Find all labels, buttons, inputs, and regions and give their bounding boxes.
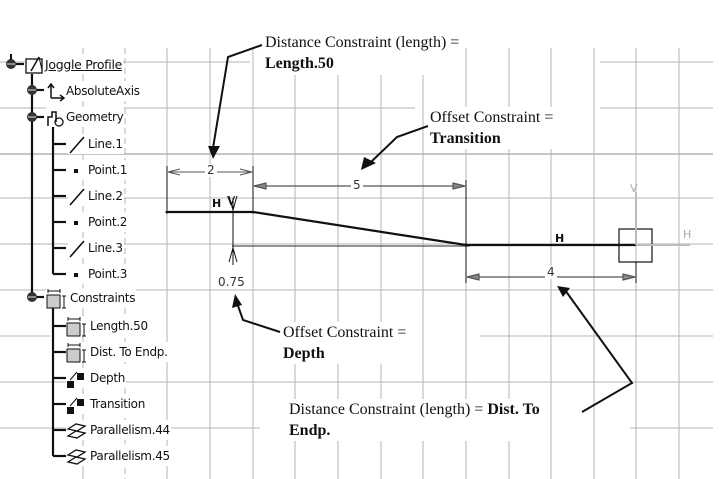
callout-bold-text: Length.50 bbox=[265, 55, 334, 72]
tree-item-label: Point.1 bbox=[88, 163, 128, 177]
callout-text: Offset Constraint = bbox=[283, 324, 407, 341]
tree-item-label: Line.2 bbox=[88, 189, 123, 203]
tree-item-label: Joggle Profile bbox=[45, 56, 123, 72]
tree-item-label: Point.2 bbox=[88, 215, 128, 229]
dimension-0-75-lines bbox=[228, 195, 238, 265]
tree-item-length-50[interactable]: Length.50 bbox=[66, 316, 149, 337]
point-icon bbox=[68, 213, 86, 231]
tree-item-geometry[interactable]: Geometry bbox=[46, 107, 125, 127]
tree-item-label: Constraints bbox=[70, 291, 136, 305]
callout-arrowheads bbox=[208, 146, 570, 308]
point-icon bbox=[68, 161, 86, 179]
joggle-profile-geometry bbox=[167, 210, 636, 247]
callout-text: Distance Constraint (length) = bbox=[289, 401, 488, 418]
dimension-end-length[interactable]: 4 bbox=[545, 265, 557, 279]
dimension-length-left[interactable]: 2 bbox=[205, 163, 217, 177]
tree-item-label: Line.3 bbox=[88, 241, 123, 255]
callout-text: Offset Constraint = bbox=[430, 109, 554, 126]
callout-dist-to-endp: Distance Constraint (length) = Dist. To … bbox=[287, 399, 542, 441]
point-icon bbox=[68, 265, 86, 283]
line-icon bbox=[68, 187, 86, 206]
geometry-icon bbox=[46, 108, 64, 127]
offset-constraint-icon bbox=[66, 395, 88, 414]
tree-item-label: Dist. To Endp. bbox=[90, 345, 168, 359]
axis-h-label: H bbox=[683, 228, 692, 241]
tree-item-joggle-profile[interactable]: Joggle Profile bbox=[25, 54, 124, 74]
vertical-constraint-marker: V bbox=[227, 194, 236, 208]
tree-item-label: Geometry bbox=[66, 110, 124, 124]
callout-transition: Offset Constraint = Transition bbox=[428, 107, 556, 149]
callout-length-50: Distance Constraint (length) = Length.50 bbox=[263, 32, 462, 74]
tree-item-point-1[interactable]: Point.1 bbox=[68, 160, 129, 180]
callout-depth: Offset Constraint = Depth bbox=[281, 322, 409, 364]
axis-icon bbox=[46, 82, 66, 102]
tree-item-label: Length.50 bbox=[90, 319, 148, 333]
parallelism-icon bbox=[66, 421, 88, 439]
tree-item-line-3[interactable]: Line.3 bbox=[68, 238, 124, 258]
dimension-depth[interactable]: 0.75 bbox=[216, 275, 247, 289]
tree-item-label: Transition bbox=[90, 397, 146, 411]
line-icon bbox=[68, 135, 86, 154]
tree-item-absoluteaxis[interactable]: AbsoluteAxis bbox=[46, 81, 141, 102]
horizontal-constraint-marker-2: H bbox=[555, 232, 565, 245]
tree-item-label: Parallelism.44 bbox=[90, 423, 170, 437]
offset-constraint-icon bbox=[66, 369, 88, 388]
geometry-node-toggle bbox=[27, 112, 37, 122]
horizontal-constraint-marker: H bbox=[212, 197, 222, 210]
tree-item-label: AbsoluteAxis bbox=[66, 84, 140, 98]
tree-item-point-3[interactable]: Point.3 bbox=[68, 264, 129, 284]
sketch-icon bbox=[25, 55, 43, 74]
tree-item-depth[interactable]: Depth bbox=[66, 368, 127, 388]
tree-item-line-2[interactable]: Line.2 bbox=[68, 186, 124, 206]
tree-item-point-2[interactable]: Point.2 bbox=[68, 212, 129, 232]
parallelism-icon bbox=[66, 447, 88, 465]
tree-item-transition[interactable]: Transition bbox=[66, 394, 147, 414]
constraint-icon bbox=[46, 289, 68, 309]
callout-bold-text: Transition bbox=[430, 130, 501, 147]
callout-leaders bbox=[212, 44, 634, 413]
root-node-toggle bbox=[6, 54, 16, 69]
callout-bold-text-2: Endp. bbox=[289, 422, 331, 439]
tree-item-parallelism-45[interactable]: Parallelism.45 bbox=[66, 446, 171, 466]
tree-item-dist-to-endp[interactable]: Dist. To Endp. bbox=[66, 342, 169, 363]
tree-item-label: Depth bbox=[90, 371, 126, 385]
tree-item-parallelism-44[interactable]: Parallelism.44 bbox=[66, 420, 171, 440]
dimension-transition-length[interactable]: 5 bbox=[351, 178, 363, 192]
tree-nodes bbox=[6, 54, 37, 302]
constraints-node-toggle bbox=[27, 292, 37, 302]
callout-text: Distance Constraint (length) = bbox=[265, 34, 460, 51]
callout-bold-text: Dist. To bbox=[487, 401, 540, 418]
distance-constraint-icon bbox=[66, 343, 88, 363]
absoluteaxis-node-toggle bbox=[27, 85, 37, 95]
callout-bold-text: Depth bbox=[283, 345, 325, 362]
line-icon bbox=[68, 239, 86, 258]
tree-item-line-1[interactable]: Line.1 bbox=[68, 134, 124, 154]
tree-connectors bbox=[6, 54, 66, 458]
axis-v-label: V bbox=[630, 182, 638, 195]
distance-constraint-icon bbox=[66, 317, 88, 337]
tree-item-constraints[interactable]: Constraints bbox=[46, 288, 137, 309]
tree-item-label: Line.1 bbox=[88, 137, 123, 151]
tree-item-label: Point.3 bbox=[88, 267, 128, 281]
tree-item-label: Parallelism.45 bbox=[90, 449, 170, 463]
